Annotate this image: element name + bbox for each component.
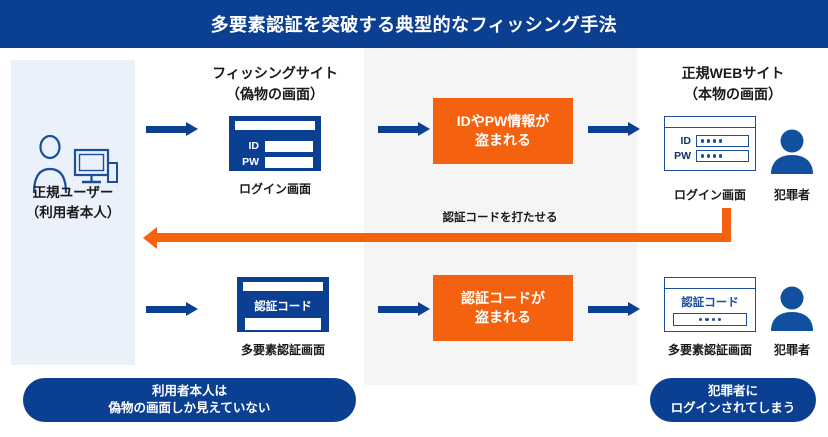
phishing-site-heading: フィッシングサイト （偽物の画面）	[180, 63, 370, 105]
steal-code-text: 認証コードが 盗まれる	[461, 289, 545, 327]
legit-pw-row: PW	[671, 150, 749, 162]
steal-code-box: 認証コードが 盗まれる	[433, 275, 573, 341]
feedback-arrow-label: 認証コードを打たせる	[442, 212, 558, 224]
legit-id-field[interactable]	[696, 135, 749, 147]
phishing-mfa-card: 認証コード	[237, 277, 329, 332]
feedback-arrow-horizontal	[157, 233, 731, 242]
steal-credentials-text: IDやPW情報が 盗まれる	[457, 112, 550, 150]
arrow-phishing-to-steal-code	[378, 302, 430, 316]
legit-id-label: ID	[680, 135, 692, 147]
phishing-pw-field[interactable]	[265, 156, 313, 168]
conclusion-criminal-text: 犯罪者に ログインされてしまう	[671, 383, 796, 418]
browser-title-bar	[665, 278, 755, 289]
user-label-line1: 正規ユーザー	[32, 185, 114, 200]
feedback-arrow-head	[143, 226, 157, 249]
criminal-icon	[770, 285, 814, 331]
steal-credentials-line2: 盗まれる	[475, 132, 531, 148]
criminal-icon	[770, 128, 814, 174]
legit-code-field[interactable]	[673, 313, 747, 326]
steal-credentials-line1: IDやPW情報が	[456, 113, 550, 130]
criminal-caption-top: 犯罪者	[773, 188, 810, 202]
arrow-steal-to-legit-login	[588, 122, 640, 136]
browser-title-bar	[242, 281, 324, 292]
phishing-heading-line2: （偽物の画面）	[226, 86, 324, 102]
diagram-title-bar: 多要素認証を突破する典型的なフィッシング手法	[0, 0, 828, 48]
browser-title-bar	[234, 120, 316, 131]
phishing-id-row: ID	[237, 140, 313, 152]
legit-pw-field[interactable]	[696, 150, 749, 162]
steal-code-line2: 盗まれる	[475, 309, 531, 325]
legit-site-heading: 正規WEBサイト （本物の画面）	[640, 63, 826, 105]
conclusion-criminal-pill: 犯罪者に ログインされてしまう	[650, 378, 816, 422]
phishing-heading-line1: フィッシングサイト	[212, 65, 338, 81]
legit-login-caption: ログイン画面	[673, 188, 746, 202]
legit-code-label: 認証コード	[681, 297, 739, 309]
user-with-computer-icon	[30, 134, 118, 194]
legit-heading-line1: 正規WEBサイト	[681, 65, 785, 81]
arrow-user-to-phishing-login	[146, 122, 198, 136]
arrow-steal-to-legit-mfa	[588, 302, 640, 316]
phishing-code-field[interactable]	[245, 318, 321, 330]
conclusion-criminal-line1: 犯罪者に	[707, 383, 758, 398]
phishing-login-card: ID PW	[229, 116, 321, 171]
user-label-line2: （利用者本人）	[25, 204, 121, 220]
conclusion-user-text: 利用者本人は 偽物の画面しか見えていない	[109, 383, 271, 418]
phishing-id-field[interactable]	[265, 140, 313, 152]
criminal-caption-bottom: 犯罪者	[773, 343, 810, 357]
conclusion-user-pill: 利用者本人は 偽物の画面しか見えていない	[23, 378, 356, 422]
phishing-code-label: 認証コード	[254, 301, 312, 313]
legit-pw-label: PW	[674, 150, 691, 162]
user-label: 正規ユーザー （利用者本人）	[11, 183, 135, 222]
conclusion-criminal-line2: ログインされてしまう	[670, 401, 796, 415]
feedback-arrow-vertical	[722, 208, 731, 242]
phishing-pw-label: PW	[242, 156, 259, 168]
steal-credentials-box: IDやPW情報が 盗まれる	[433, 98, 573, 164]
arrow-user-to-phishing-mfa	[146, 302, 198, 316]
legit-mfa-card: 認証コード	[664, 277, 756, 332]
conclusion-user-line2: 偽物の画面しか見えていない	[108, 401, 271, 415]
legit-id-row: ID	[671, 135, 749, 147]
steal-code-line1: 認証コードが	[461, 290, 545, 307]
legit-heading-line2: （本物の画面）	[684, 86, 782, 102]
user-zone-panel	[11, 60, 135, 365]
page-title: 多要素認証を突破する典型的なフィッシング手法	[210, 15, 618, 35]
conclusion-user-line1: 利用者本人は	[151, 383, 227, 398]
phishing-id-label: ID	[248, 140, 260, 152]
phishing-mfa-caption: 多要素認証画面	[240, 343, 325, 357]
phishing-pw-row: PW	[237, 156, 313, 168]
browser-title-bar	[665, 117, 755, 128]
legit-login-card: ID PW	[664, 116, 756, 171]
legit-mfa-caption: 多要素認証画面	[667, 343, 752, 357]
phishing-login-caption: ログイン画面	[238, 182, 311, 196]
arrow-phishing-to-steal-credentials	[378, 122, 430, 136]
